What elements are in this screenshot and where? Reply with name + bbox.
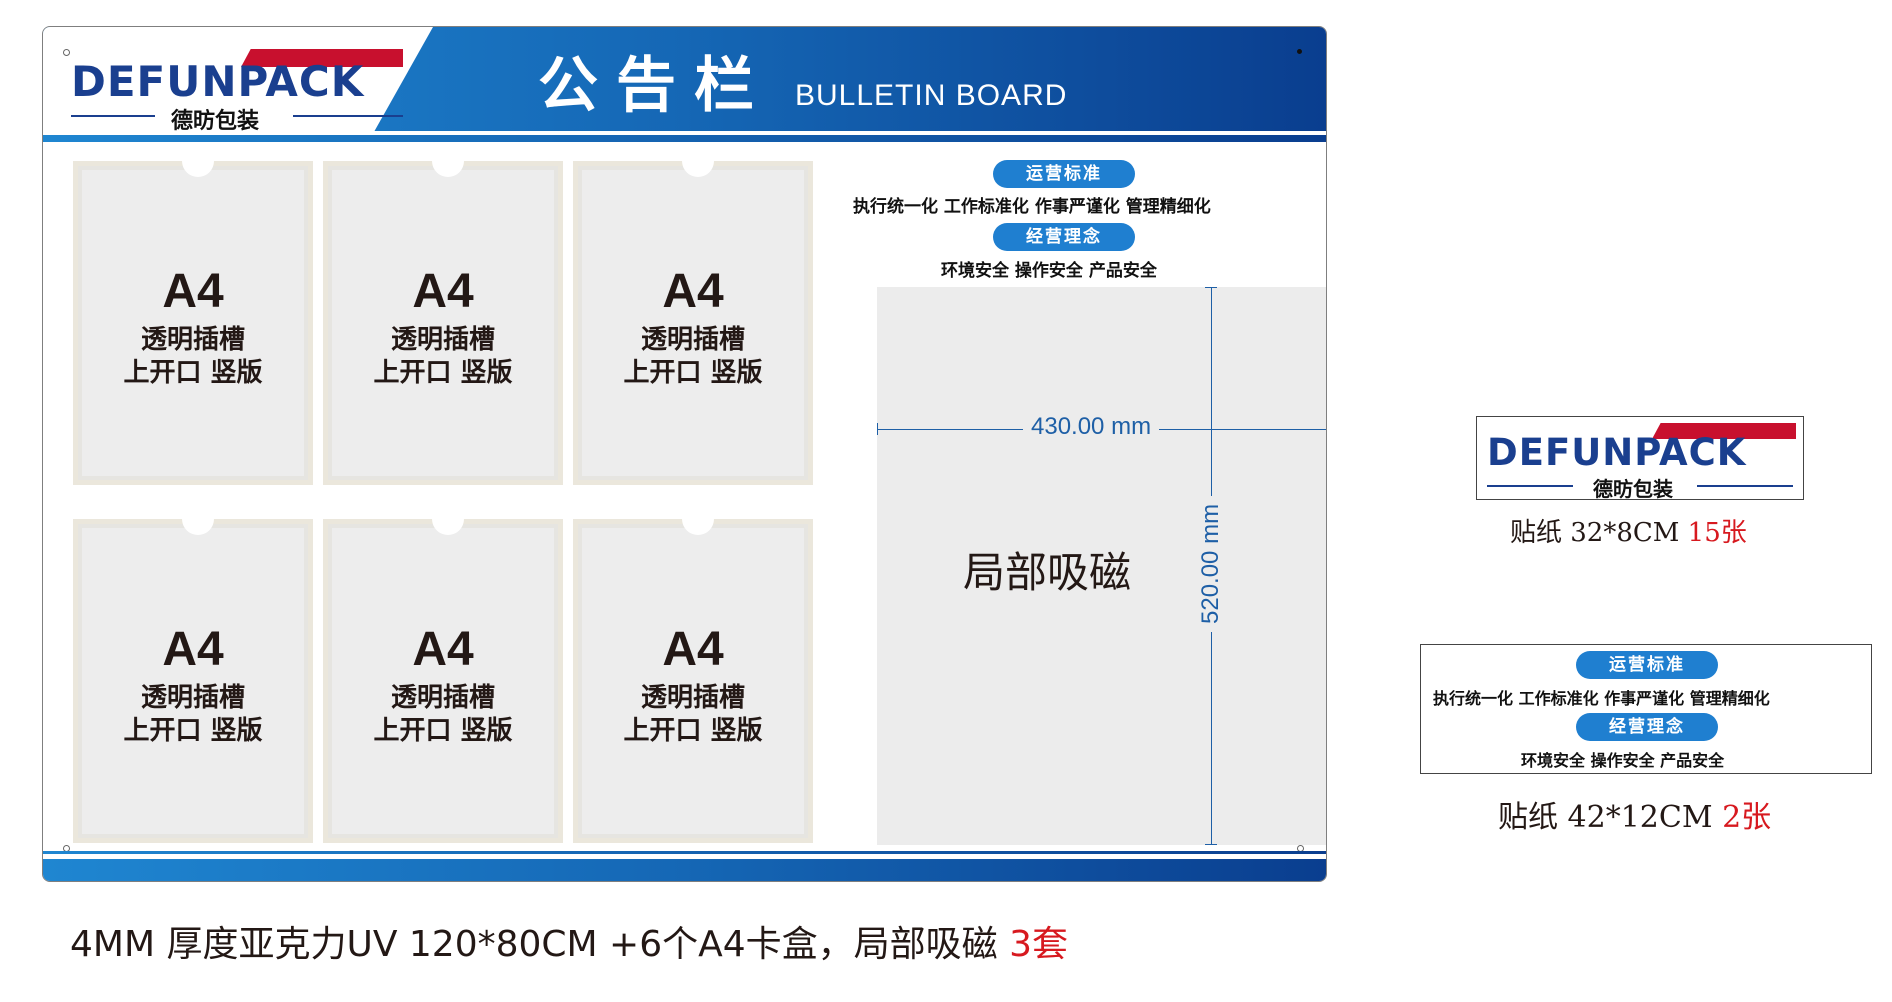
slot-notch — [182, 161, 214, 177]
logo-panel — [43, 27, 433, 131]
a4-slot: A4 透明插槽 上开口 竖版 — [573, 519, 813, 843]
slot-line1: 透明插槽 — [390, 683, 495, 713]
header-divider — [43, 135, 1326, 142]
magnetic-area — [877, 287, 1326, 845]
slot-line1: 透明插槽 — [140, 683, 245, 713]
slot-size: A4 — [662, 265, 724, 318]
board-title-cn: 公告栏 — [538, 51, 772, 121]
logo-wordmark: DEFUNPACK — [71, 57, 365, 106]
slot-line2: 上开口 竖版 — [623, 716, 763, 746]
brand-logo: DEFUNPACK 德昉包装 — [71, 49, 411, 134]
logo-red-bar — [241, 49, 403, 67]
slot-size: A4 — [162, 265, 224, 318]
slot-line2: 上开口 竖版 — [373, 358, 513, 388]
slot-notch — [682, 161, 714, 177]
sticker-logo-caption: 贴纸 32*8CM 15张 — [1510, 518, 1747, 548]
values-line-operations: 执行统一化 工作标准化 作事严谨化 管理精细化 — [853, 197, 1211, 217]
sticker-values: 运营标准 执行统一化 工作标准化 作事严谨化 管理精细化 经营理念 环境安全 操… — [1420, 644, 1872, 774]
a4-slot: A4 透明插槽 上开口 竖版 — [573, 161, 813, 485]
bulletin-board: DEFUNPACK 德昉包装 公告栏 BULLETIN BOARD A4 透明插… — [42, 26, 1327, 882]
slot-line1: 透明插槽 — [140, 325, 245, 355]
slot-line2: 上开口 竖版 — [123, 716, 263, 746]
slot-notch — [682, 519, 714, 535]
slot-notch — [432, 519, 464, 535]
board-title-en: BULLETIN BOARD — [795, 79, 1068, 112]
board-spec-caption: 4MM 厚度亚克力UV 120*80CM +6个A4卡盒，局部吸磁 3套 — [70, 915, 1068, 967]
width-dimension-label: 430.00 mm — [1023, 413, 1160, 441]
values-pill-philosophy: 经营理念 — [993, 223, 1135, 251]
logo-wordmark: DEFUNPACK — [1487, 431, 1747, 474]
slot-line1: 透明插槽 — [640, 325, 745, 355]
slot-line1: 透明插槽 — [390, 325, 495, 355]
slot-line1: 透明插槽 — [640, 683, 745, 713]
values-line-philosophy: 环境安全 操作安全 产品安全 — [941, 261, 1157, 281]
logo-rule-left — [71, 115, 155, 117]
slot-size: A4 — [412, 623, 474, 676]
slot-line2: 上开口 竖版 — [623, 358, 763, 388]
a4-slot: A4 透明插槽 上开口 竖版 — [323, 161, 563, 485]
footer-divider — [43, 851, 1326, 854]
values-pill-philosophy: 经营理念 — [1576, 713, 1718, 741]
screw-hole-icon — [1297, 49, 1302, 54]
board-spec-text: 4MM 厚度亚克力UV 120*80CM +6个A4卡盒，局部吸磁 — [70, 924, 1010, 965]
logo-red-bar — [1652, 423, 1796, 439]
slot-line2: 上开口 竖版 — [123, 358, 263, 388]
logo-subtitle: 德昉包装 — [171, 108, 260, 134]
a4-slot: A4 透明插槽 上开口 竖版 — [73, 519, 313, 843]
sticker-values-caption: 贴纸 42*12CM 2张 — [1498, 800, 1772, 835]
logo-rule-right — [1697, 485, 1793, 487]
a4-slot: A4 透明插槽 上开口 竖版 — [323, 519, 563, 843]
board-spec-qty: 3套 — [1009, 924, 1069, 965]
a4-slot: A4 透明插槽 上开口 竖版 — [73, 161, 313, 485]
logo-rule-right — [293, 115, 403, 117]
slot-line2: 上开口 竖版 — [373, 716, 513, 746]
magnetic-area-label: 局部吸磁 — [963, 548, 1132, 597]
logo-rule-left — [1487, 485, 1573, 487]
slot-size: A4 — [662, 623, 724, 676]
height-dimension-label: 520.00 mm — [1197, 495, 1225, 632]
slot-notch — [432, 161, 464, 177]
brand-logo: DEFUNPACK 德昉包装 — [1487, 423, 1797, 501]
values-line-philosophy: 环境安全 操作安全 产品安全 — [1521, 751, 1725, 770]
slot-size: A4 — [162, 623, 224, 676]
values-pill-operations: 运营标准 — [1576, 651, 1718, 679]
screw-hole-icon — [63, 49, 70, 56]
slot-size: A4 — [412, 265, 474, 318]
sticker-logo: DEFUNPACK 德昉包装 — [1476, 416, 1804, 501]
values-pill-operations: 运营标准 — [993, 160, 1135, 188]
slot-notch — [182, 519, 214, 535]
values-line-operations: 执行统一化 工作标准化 作事严谨化 管理精细化 — [1433, 689, 1770, 708]
logo-subtitle: 德昉包装 — [1593, 477, 1673, 501]
footer-band — [43, 859, 1326, 881]
